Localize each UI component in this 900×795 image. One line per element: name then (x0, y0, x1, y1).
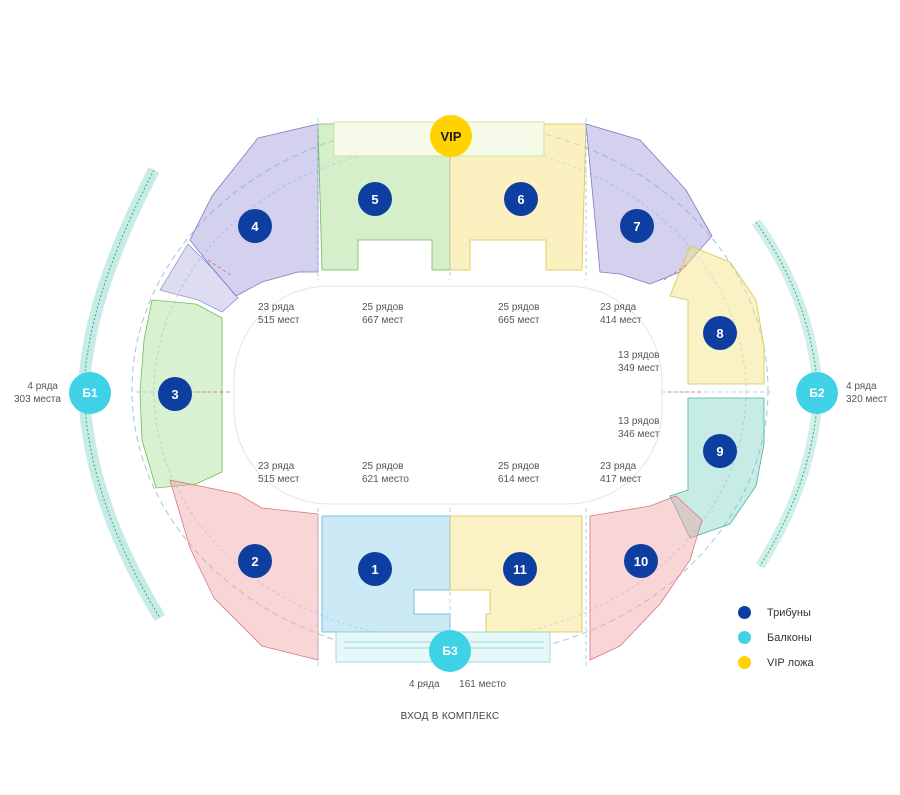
legend-dot (738, 606, 751, 619)
rows-label: 4 ряда (27, 381, 58, 392)
capacity-sector-9: 13 рядов 346 мест (618, 415, 659, 441)
rows-label: 13 рядов (618, 416, 660, 427)
legend-label: Трибуны (767, 606, 811, 619)
seats-label: 515 мест (258, 315, 300, 326)
capacity-sector-5: 25 рядов 667 мест (362, 301, 403, 327)
legend-item-tribunes: Трибуны (738, 606, 811, 619)
legend-dot (738, 631, 751, 644)
legend-dot (738, 656, 751, 669)
seats-label: 621 место (362, 474, 409, 485)
tribune-2-badge[interactable]: 2 (238, 544, 272, 578)
rows-label: 25 рядов (362, 302, 404, 313)
tribune-10-badge[interactable]: 10 (624, 544, 658, 578)
sector-8-shape[interactable] (669, 245, 765, 385)
tribune-9-badge[interactable]: 9 (703, 434, 737, 468)
rows-label: 4 ряда (846, 381, 877, 392)
tribune-4-badge[interactable]: 4 (238, 209, 272, 243)
tribune-6-badge[interactable]: 6 (504, 182, 538, 216)
tribune-5-badge[interactable]: 5 (358, 182, 392, 216)
capacity-sector-10: 23 ряда 417 мест (600, 460, 641, 486)
seats-label: 161 место (459, 679, 507, 690)
aisle-markers (196, 259, 704, 393)
balcony-b1-seats (83, 169, 161, 619)
capacity-balcony-b3: 4 ряда 161 место (409, 678, 506, 691)
balcony-b3-seats (344, 641, 544, 649)
tribune-1-badge[interactable]: 1 (358, 552, 392, 586)
sector-9-shape[interactable] (669, 397, 765, 539)
seats-label: 349 мест (618, 363, 660, 374)
seats-label: 667 мест (362, 315, 404, 326)
capacity-sector-6: 25 рядов 665 мест (498, 301, 539, 327)
tribune-7-badge[interactable]: 7 (620, 209, 654, 243)
arena-floor (233, 285, 663, 505)
capacity-sector-2: 23 ряда 515 мест (258, 460, 299, 486)
capacity-sector-1: 25 рядов 621 место (362, 460, 409, 486)
seats-label: 614 мест (498, 474, 540, 485)
seats-label: 414 мест (600, 315, 642, 326)
rows-label: 23 ряда (258, 461, 295, 472)
legend-label: Балконы (767, 631, 812, 644)
rows-label: 25 рядов (498, 461, 540, 472)
legend-item-balconies: Балконы (738, 631, 812, 644)
seats-label: 665 мест (498, 315, 540, 326)
rows-label: 13 рядов (618, 350, 660, 361)
rows-label: 25 рядов (498, 302, 540, 313)
rows-label: 23 ряда (258, 302, 295, 313)
capacity-balcony-b1: 4 ряда 303 места (14, 380, 61, 406)
capacity-sector-4: 23 ряда 515 мест (258, 301, 299, 327)
capacity-sector-11: 25 рядов 614 мест (498, 460, 539, 486)
tribune-11-badge[interactable]: 11 (503, 552, 537, 586)
seats-label: 417 мест (600, 474, 642, 485)
tribune-8-badge[interactable]: 8 (703, 316, 737, 350)
tribune-3-badge[interactable]: 3 (158, 377, 192, 411)
entrance-label: ВХОД В КОМПЛЕКС (400, 711, 500, 722)
seats-label: 320 мест (846, 394, 888, 405)
balcony-b1-badge[interactable]: Б1 (69, 372, 111, 414)
sector-4-wing[interactable] (159, 243, 239, 313)
legend-item-vip: VIP ложа (738, 656, 814, 669)
balcony-b2-badge[interactable]: Б2 (796, 372, 838, 414)
rows-label: 25 рядов (362, 461, 404, 472)
balcony-b2-seats (755, 221, 819, 567)
seats-label: 346 мест (618, 429, 660, 440)
sector-10-shape[interactable] (589, 495, 703, 661)
rows-label: 23 ряда (600, 302, 637, 313)
capacity-sector-7: 23 ряда 414 мест (600, 301, 641, 327)
rows-label: 4 ряда (409, 679, 440, 690)
balcony-b3-badge[interactable]: Б3 (429, 630, 471, 672)
seats-label: 515 мест (258, 474, 300, 485)
legend-label: VIP ложа (767, 656, 814, 669)
capacity-balcony-b2: 4 ряда 320 мест (846, 380, 887, 406)
vip-box-badge[interactable]: VIP (430, 115, 472, 157)
seats-label: 303 места (14, 394, 61, 405)
capacity-sector-8: 13 рядов 349 мест (618, 349, 659, 375)
rows-label: 23 ряда (600, 461, 637, 472)
